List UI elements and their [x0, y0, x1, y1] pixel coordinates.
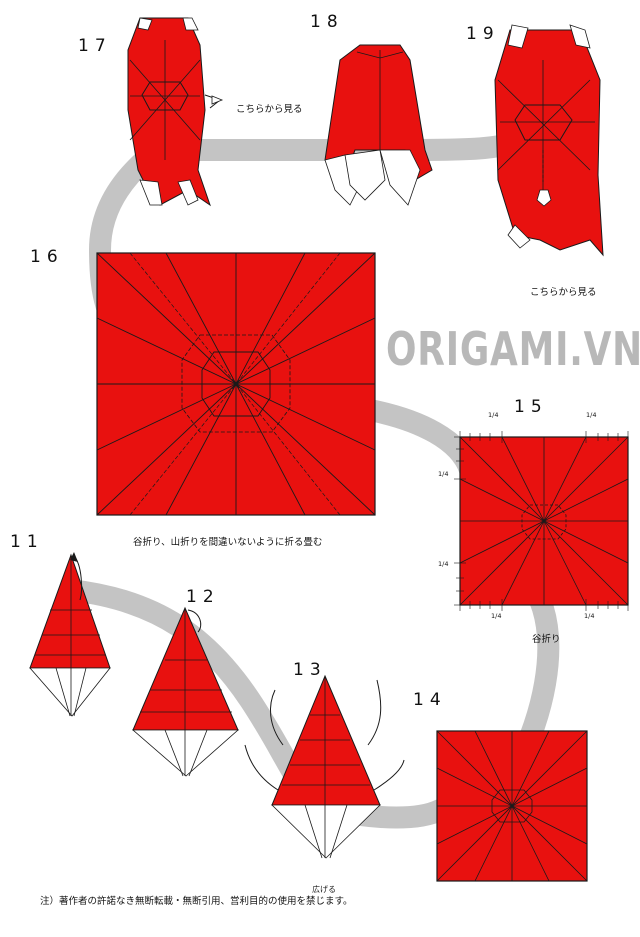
step-number-11: 11	[10, 532, 44, 552]
step-number-16: 16	[30, 247, 64, 267]
step-18-figure	[324, 44, 433, 206]
step-number-18: 18	[310, 12, 344, 32]
step-number-13: 13	[293, 660, 327, 680]
watermark-text: ORIGAMI.VN	[386, 322, 640, 376]
view-from-here-label-17: こちらから見る	[236, 104, 303, 115]
step-number-17: 17	[78, 36, 112, 56]
step-number-14: 14	[413, 690, 447, 710]
unfold-label-14: 広げる	[312, 885, 336, 894]
view-from-here-label-19: こちらから見る	[530, 287, 597, 298]
valley-fold-label-15: 谷折り	[532, 634, 561, 645]
step-number-15: 15	[514, 397, 548, 417]
fold-instruction-16: 谷折り、山折りを間違いないように折る畳む	[133, 537, 323, 548]
step-17-figure	[127, 17, 224, 207]
fraction-left-top: 1/4	[438, 470, 449, 478]
step-12-figure	[131, 606, 240, 777]
step-15-crease-pattern	[454, 431, 629, 611]
fraction-bottom-right: 1/4	[584, 612, 595, 620]
fraction-top-right: 1/4	[586, 411, 597, 419]
step-16-crease-pattern	[96, 252, 376, 516]
fraction-top-left: 1/4	[488, 411, 499, 419]
step-19-figure	[494, 24, 604, 257]
fraction-bottom-left: 1/4	[491, 612, 502, 620]
fraction-left-bottom: 1/4	[438, 560, 449, 568]
step-number-19: 19	[466, 24, 500, 44]
step-number-12: 12	[186, 587, 220, 607]
step-14-crease-pattern	[436, 730, 588, 882]
copyright-notice: 注）著作者の許諾なき無断転載・無断引用、営利目的の使用を禁じます。	[40, 896, 353, 907]
step-11-figure	[29, 552, 111, 717]
step-13-figure	[244, 674, 405, 859]
